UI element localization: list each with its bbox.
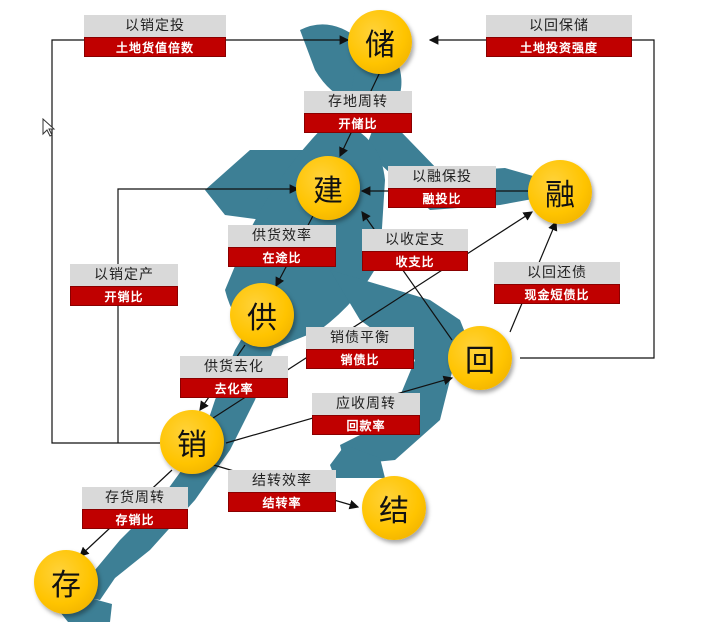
node-chu-label: 储	[365, 28, 395, 63]
label-gonghuo-quhua-title: 供货去化	[180, 356, 288, 378]
label-gonghuo-quhua-metric: 去化率	[180, 378, 288, 398]
label-yingshou-zhouzhuan-title: 应收周转	[312, 393, 420, 415]
arrow-xiao-to-jian	[117, 184, 300, 443]
label-yixiao-dingtou-title: 以销定投	[84, 15, 226, 37]
label-jiezhuan-xiaolv-title: 结转效率	[228, 470, 336, 492]
label-yihui-baochu-title: 以回保储	[486, 15, 632, 37]
label-yixiao-dingchan: 以销定产 开销比	[70, 264, 178, 306]
label-yixiao-dingtou-metric: 土地货值倍数	[84, 37, 226, 57]
label-yishou-dingzhi-title: 以收定支	[362, 229, 468, 251]
node-jian-label: 建	[313, 174, 343, 209]
label-yingshou-zhouzhuan-metric: 回款率	[312, 415, 420, 435]
label-yirong-baotou: 以融保投 融投比	[388, 166, 496, 208]
label-cunhuo-zhouzhuan: 存货周转 存销比	[82, 487, 188, 529]
node-hui-label: 回	[465, 344, 495, 379]
label-cunhuo-zhouzhuan-metric: 存销比	[82, 509, 188, 529]
label-gonghuo-xiaolv-title: 供货效率	[228, 225, 336, 247]
label-yirong-baotou-metric: 融投比	[388, 188, 496, 208]
node-rong-label: 融	[545, 178, 575, 213]
node-jie: 结	[362, 476, 426, 540]
label-xiaozhai-pingheng-metric: 销债比	[306, 349, 414, 369]
node-jie-label: 结	[379, 494, 409, 529]
label-cundi-zhouzhuan-title: 存地周转	[304, 91, 412, 113]
node-cun-label: 存	[51, 568, 81, 603]
label-yishou-dingzhi: 以收定支 收支比	[362, 229, 468, 271]
label-yihui-baochu-metric: 土地投资强度	[486, 37, 632, 57]
node-jian: 建	[296, 156, 360, 220]
label-gonghuo-xiaolv-metric: 在途比	[228, 247, 336, 267]
node-xiao: 销	[160, 410, 224, 474]
label-yixiao-dingtou: 以销定投 土地货值倍数	[84, 15, 226, 57]
node-chu: 储	[348, 10, 412, 74]
label-jiezhuan-xiaolv: 结转效率 结转率	[228, 470, 336, 512]
node-hui: 回	[448, 326, 512, 390]
label-jiezhuan-xiaolv-metric: 结转率	[228, 492, 336, 512]
label-yihui-huanzhai-title: 以回还债	[494, 262, 620, 284]
label-yishou-dingzhi-metric: 收支比	[362, 251, 468, 271]
label-xiaozhai-pingheng: 销债平衡 销债比	[306, 327, 414, 369]
label-yixiao-dingchan-title: 以销定产	[70, 264, 178, 286]
mouse-cursor-icon	[42, 118, 56, 137]
node-xiao-label: 销	[177, 428, 207, 463]
label-yingshou-zhouzhuan: 应收周转 回款率	[312, 393, 420, 435]
label-gonghuo-quhua: 供货去化 去化率	[180, 356, 288, 398]
label-yihui-baochu: 以回保储 土地投资强度	[486, 15, 632, 57]
label-yihui-huanzhai-metric: 现金短债比	[494, 284, 620, 304]
label-cundi-zhouzhuan-metric: 开储比	[304, 113, 412, 133]
label-yixiao-dingchan-metric: 开销比	[70, 286, 178, 306]
label-xiaozhai-pingheng-title: 销债平衡	[306, 327, 414, 349]
label-cundi-zhouzhuan: 存地周转 开储比	[304, 91, 412, 133]
node-cun: 存	[34, 550, 98, 614]
label-gonghuo-xiaolv: 供货效率 在途比	[228, 225, 336, 267]
node-gong: 供	[230, 283, 294, 347]
node-gong-label: 供	[247, 301, 277, 336]
label-yirong-baotou-title: 以融保投	[388, 166, 496, 188]
label-cunhuo-zhouzhuan-title: 存货周转	[82, 487, 188, 509]
label-yihui-huanzhai: 以回还债 现金短债比	[494, 262, 620, 304]
node-rong: 融	[528, 160, 592, 224]
